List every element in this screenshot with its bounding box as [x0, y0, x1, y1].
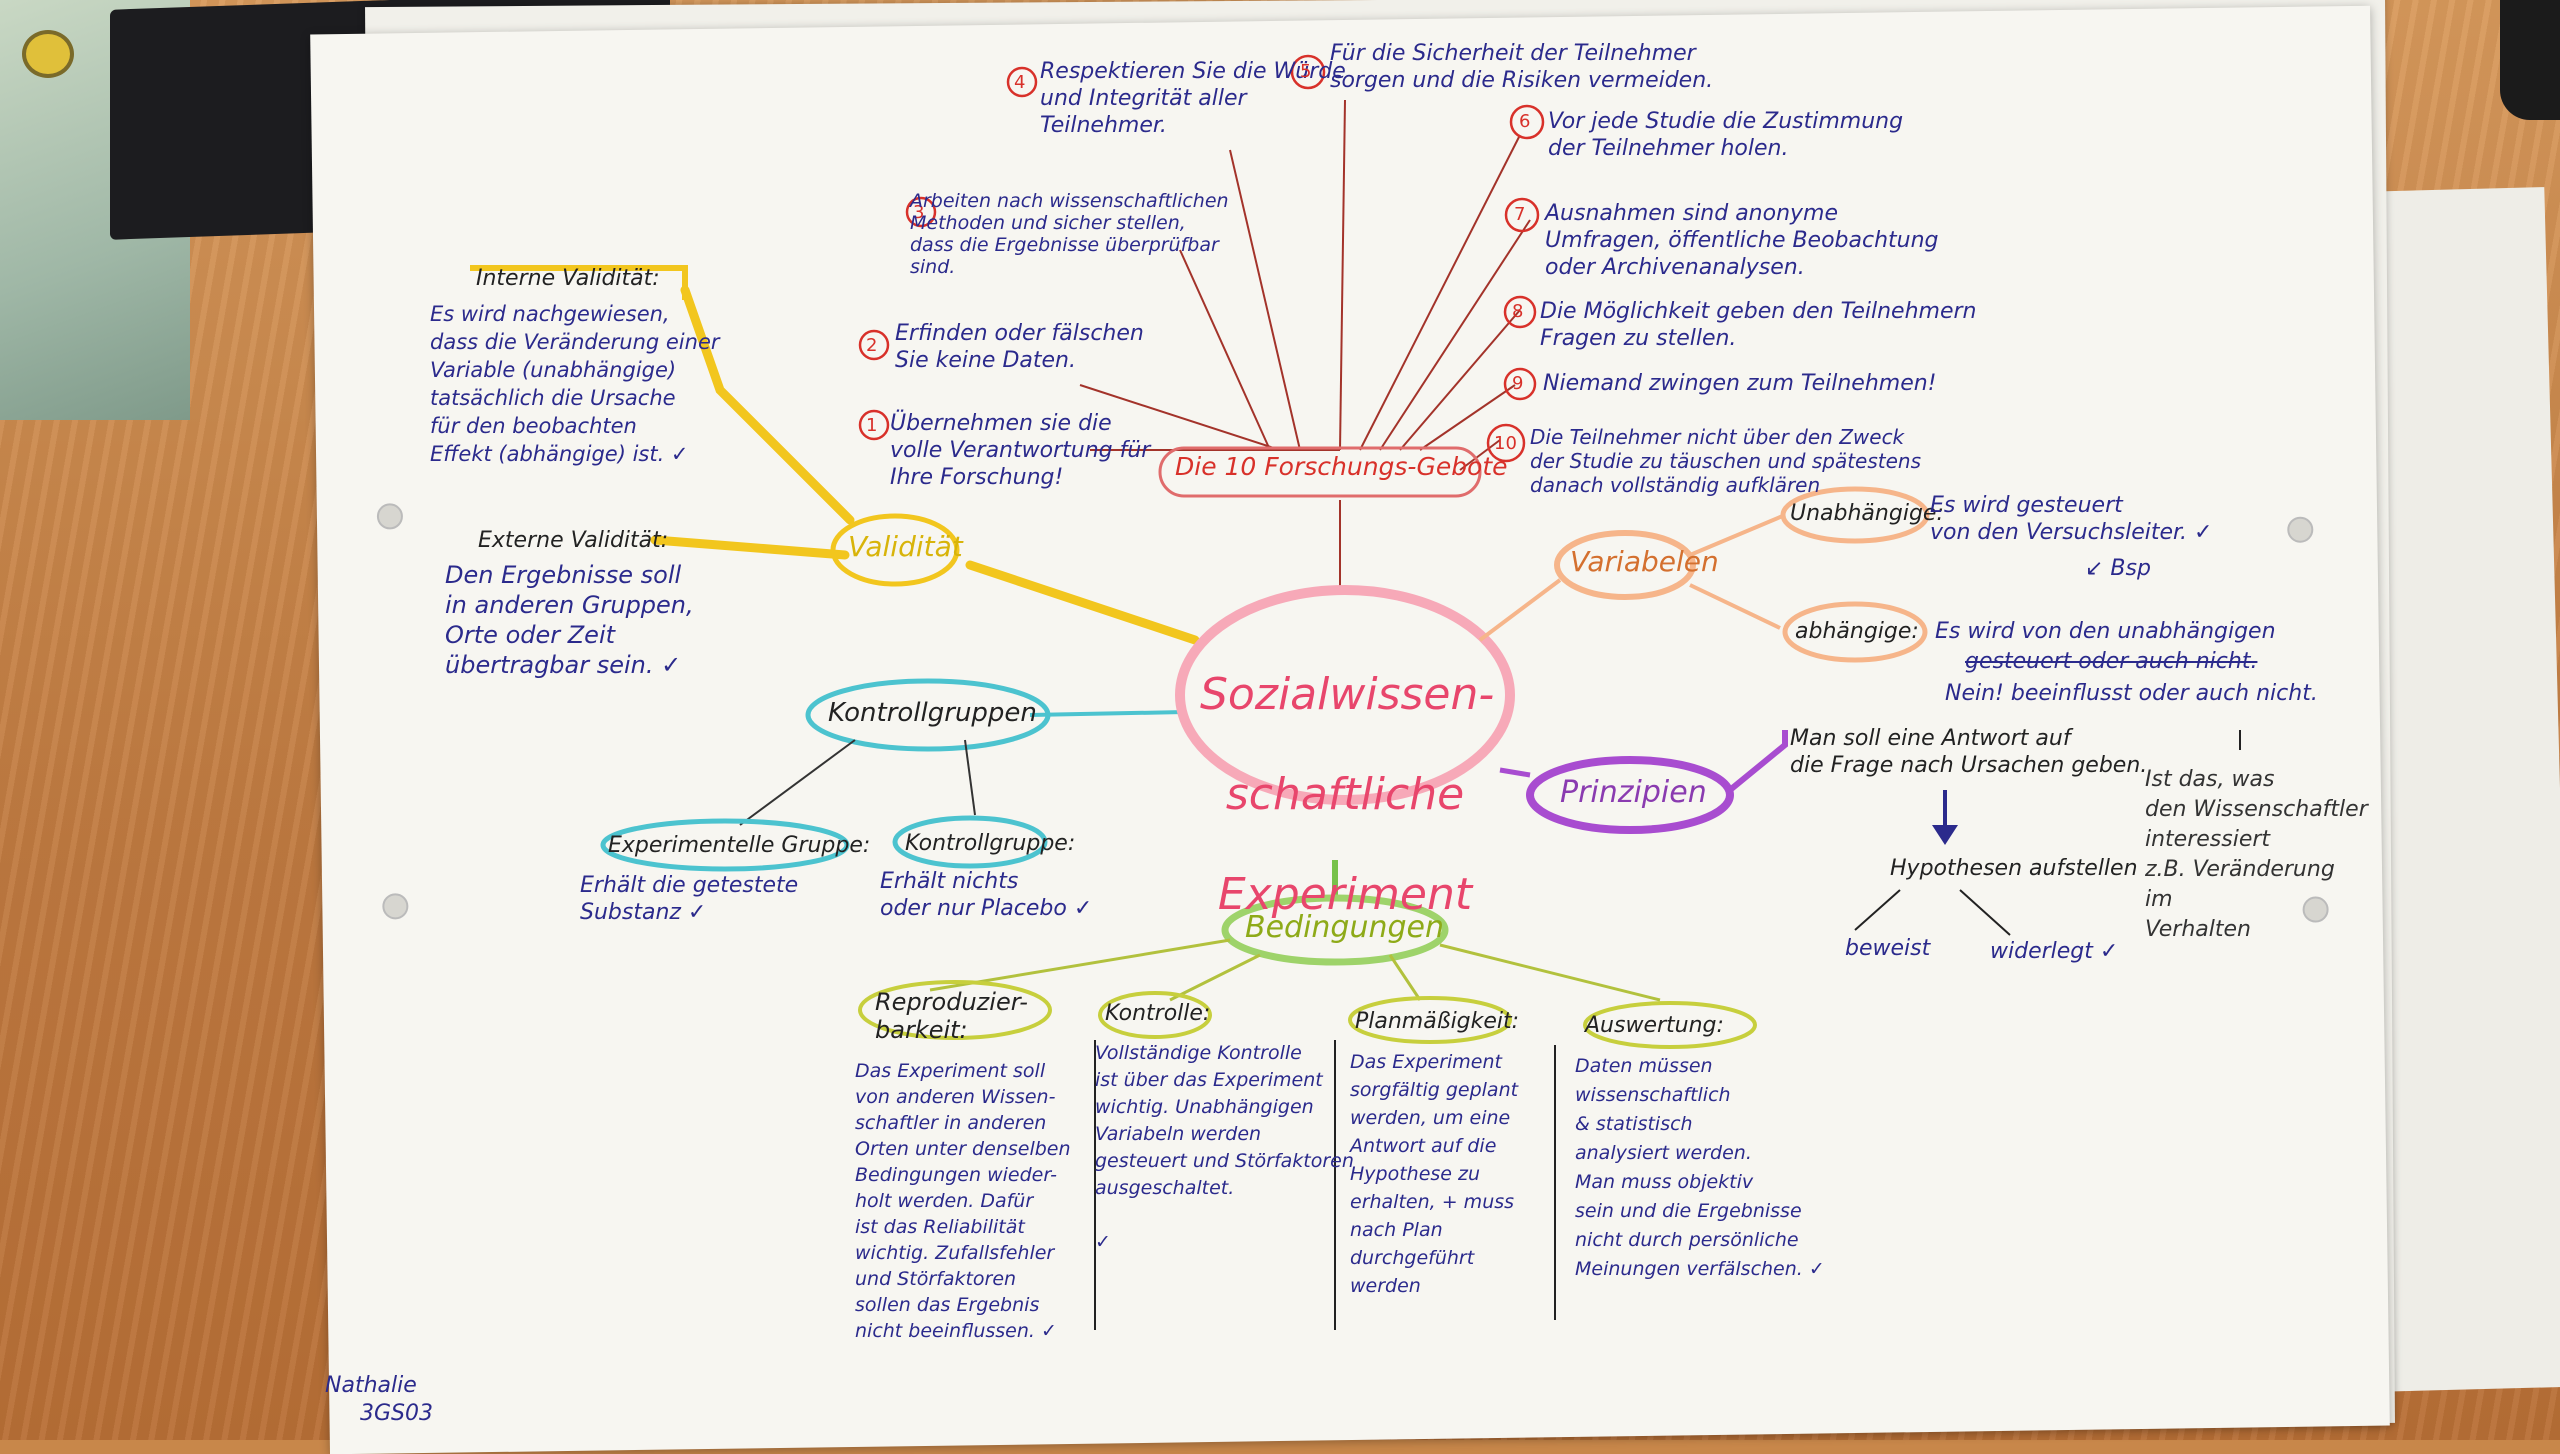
unabh-text: Es wird gesteuert von den Versuchsleiter…	[1930, 493, 2213, 545]
heart-clip-icon	[22, 30, 74, 78]
kontrolle-title: Kontrolle:	[1105, 1001, 1211, 1026]
forschung-num-7: 7	[1514, 204, 1526, 225]
center-topic: Sozialwissen- schaftliche Experiment	[1200, 620, 1495, 970]
forschung-item-3: Arbeiten nach wissenschaftlichen Methode…	[910, 190, 1229, 278]
exp-group-title: Experimentelle Gruppe:	[608, 833, 871, 858]
kontroll-group-title: Kontrollgruppe:	[905, 831, 1076, 856]
plan-title: Planmäßigkeit:	[1355, 1009, 1520, 1034]
extern-text: Den Ergebnisse soll in anderen Gruppen, …	[445, 561, 694, 679]
author-name: Nathalie	[325, 1373, 417, 1398]
forschung-item-2: Erfinden oder fälschen Sie keine Daten.	[895, 321, 1144, 373]
abh-note: Nein! beeinflusst oder auch nicht.	[1945, 681, 2318, 706]
abh-text: Es wird von den unabhängigen	[1935, 619, 2276, 644]
forschung-item-10: Die Teilnehmer nicht über den Zweck der …	[1530, 425, 1922, 497]
forschung-item-6: Vor jede Studie die Zustimmung der Teiln…	[1548, 109, 1904, 161]
center-line-1: Sozialwissen-	[1200, 669, 1495, 720]
forschung-num-2: 2	[866, 335, 878, 356]
kontrolle-text: Vollständige Kontrolle ist über das Expe…	[1095, 1042, 1354, 1253]
forschung-item-9: Niemand zwingen zum Teilnehmen!	[1543, 371, 1937, 396]
intern-text: Es wird nachgewiesen, dass die Veränderu…	[430, 302, 720, 466]
bag-strap	[2500, 0, 2560, 120]
repro-title: Reproduzier- barkeit:	[875, 988, 1028, 1044]
forschung-num-9: 9	[1512, 373, 1524, 394]
bedingungen-title: Bedingungen	[1245, 910, 1445, 945]
prinzipien-title: Prinzipien	[1560, 775, 1707, 810]
forschung-num-8: 8	[1512, 301, 1524, 322]
unabh-title: Unabhängige:	[1790, 501, 1944, 526]
forschung-num-5: 5	[1300, 61, 1312, 82]
center-line-3: Experiment	[1217, 869, 1473, 920]
forschung-num-10: 10	[1494, 433, 1517, 454]
extern-title: Externe Validität:	[478, 528, 669, 553]
author-class: 3GS03	[360, 1401, 434, 1426]
intern-title: Interne Validität:	[476, 266, 660, 291]
forschung-item-1: Übernehmen sie die volle Verantwortung f…	[890, 411, 1151, 490]
hypothesen-label: Hypothesen aufstellen	[1890, 856, 2138, 881]
center-line-2: schaftliche	[1225, 769, 1465, 820]
abh-struck-text: gesteuert oder auch nicht.	[1965, 649, 2258, 674]
repro-text: Das Experiment soll von anderen Wissen- …	[855, 1060, 1071, 1342]
forschung-num-6: 6	[1519, 111, 1531, 132]
widerlegt-label: widerlegt ✓	[1990, 939, 2119, 964]
prinzipien-text: Man soll eine Antwort auf die Frage nach…	[1790, 726, 2148, 778]
validitaet-title: Validität	[848, 530, 963, 563]
forschung-item-7: Ausnahmen sind anonyme Umfragen, öffentl…	[1545, 201, 1939, 280]
kontrollgruppen-title: Kontrollgruppen	[828, 698, 1037, 728]
beweist-label: beweist	[1845, 936, 1931, 961]
forschung-item-5: Für die Sicherheit der Teilnehmer sorgen…	[1330, 41, 1714, 93]
kontroll-group-text: Erhält nichts oder nur Placebo ✓	[880, 869, 1093, 921]
forschung-num-3: 3	[913, 202, 925, 223]
exp-group-text: Erhält die getestete Substanz ✓	[580, 873, 799, 925]
plan-text: Das Experiment sorgfältig geplant werden…	[1350, 1051, 1519, 1297]
variablen-title: Variabelen	[1570, 545, 1719, 578]
forschung-num-1: 1	[866, 415, 878, 436]
forschung-item-4: Respektieren Sie die Würde und Integritä…	[1040, 59, 1346, 138]
ausw-title: Auswertung:	[1585, 1013, 1724, 1038]
prinzipien-side-note: Ist das, was den Wissenschaftler interes…	[2145, 767, 2368, 942]
forschung-item-8: Die Möglichkeit geben den Teilnehmern Fr…	[1540, 299, 1977, 351]
forschung-num-4: 4	[1014, 72, 1026, 93]
ausw-text: Daten müssen wissenschaftlich & statisti…	[1575, 1055, 1825, 1280]
forschung-title: Die 10 Forschungs-Gebote	[1175, 452, 1508, 481]
abh-title: abhängige:	[1795, 619, 1919, 644]
bsp-note: ↙ Bsp	[2085, 556, 2151, 581]
